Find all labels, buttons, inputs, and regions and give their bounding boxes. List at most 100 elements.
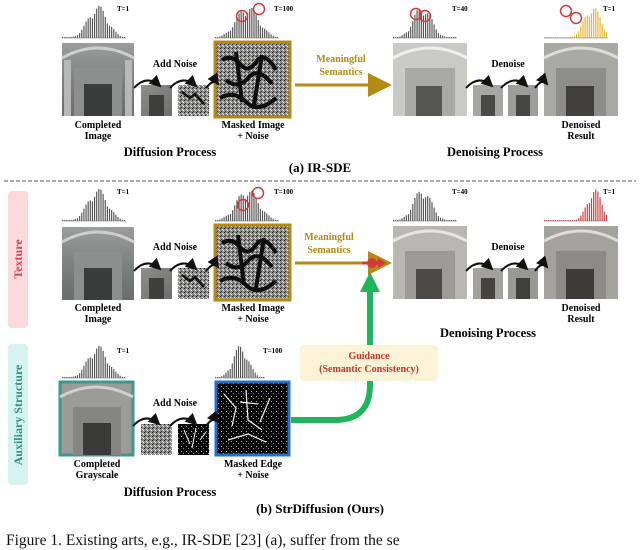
- image-completed-b: [61, 227, 135, 300]
- histogram-bar: [64, 377, 66, 378]
- histogram-bar: [102, 10, 104, 38]
- histogram-bar: [410, 26, 412, 38]
- histogram-a-start: [62, 5, 126, 39]
- histogram-bar: [433, 207, 435, 221]
- histogram-bar: [108, 208, 111, 221]
- histogram-bar: [81, 212, 83, 221]
- histogram-bar: [563, 37, 565, 38]
- histogram-bar: [236, 200, 238, 221]
- histogram-bar: [431, 19, 433, 38]
- histogram-bar: [72, 376, 74, 378]
- histogram-bar: [223, 374, 225, 378]
- histogram-bar: [79, 373, 81, 378]
- histogram-bar: [123, 37, 126, 38]
- histogram-bar: [427, 13, 429, 39]
- image-noisy-b: [392, 226, 468, 299]
- histogram-bar: [81, 29, 83, 38]
- histogram-bar: [397, 37, 399, 38]
- histogram-bar: [427, 196, 429, 221]
- figure-caption: Figure 1. Existing arts, e.g., IR-SDE [2…: [6, 532, 400, 549]
- image-denoised-a: [543, 43, 619, 116]
- histogram-bar: [544, 37, 546, 38]
- histogram-bar: [401, 35, 403, 38]
- histogram-bar: [590, 198, 593, 221]
- histogram-bar: [601, 23, 603, 38]
- histogram-bar: [96, 348, 98, 378]
- masked-b-1: Masked Image: [221, 303, 285, 314]
- histogram-bar: [83, 365, 85, 378]
- histogram-bar: [565, 220, 567, 221]
- histogram-bar: [442, 218, 444, 221]
- histogram-bar: [229, 213, 232, 221]
- histogram-bar: [234, 205, 236, 221]
- histogram-bar: [233, 356, 235, 378]
- histogram-bar: [79, 33, 81, 38]
- histogram-bar: [87, 201, 89, 221]
- histogram-bar: [76, 218, 79, 221]
- histogram-bar: [276, 220, 279, 221]
- histogram-bar: [442, 35, 444, 38]
- histogram-bar: [62, 377, 64, 378]
- denoise-b: Denoise: [491, 242, 525, 253]
- histogram-bar: [450, 37, 452, 38]
- histogram-bar: [418, 191, 420, 221]
- histogram-bar: [87, 358, 89, 378]
- histogram-bar: [255, 14, 257, 39]
- histogram-bar: [550, 220, 552, 221]
- histogram-bar: [403, 33, 405, 38]
- histogram-bar: [270, 34, 272, 38]
- highlight-circle: [236, 198, 250, 212]
- histogram-bar: [242, 12, 244, 38]
- histogram-bar: [215, 37, 217, 38]
- denoising-process-a: Denoising Process: [447, 145, 543, 159]
- histogram-bar: [444, 36, 446, 38]
- histogram-bar: [219, 36, 221, 38]
- histogram-bar: [578, 218, 580, 221]
- histogram-bar: [401, 218, 403, 221]
- thumb-gray-noise-1: [141, 424, 172, 455]
- histogram-bar: [274, 219, 276, 221]
- histogram-bar: [448, 37, 450, 38]
- histogram-bar: [276, 37, 279, 38]
- histogram-bar: [582, 211, 584, 221]
- histogram-bar: [219, 219, 221, 221]
- histogram-bar: [590, 13, 593, 39]
- histogram-bar: [89, 357, 91, 378]
- histogram-bar: [567, 37, 569, 38]
- histogram-bar: [231, 363, 233, 378]
- histogram-bar: [229, 30, 232, 38]
- histogram-bar: [550, 37, 552, 38]
- histogram-bar: [414, 14, 416, 38]
- image-masked-b: [213, 223, 292, 302]
- histogram-b-end: [215, 186, 279, 222]
- histogram-bar: [100, 346, 102, 378]
- histogram-bar: [106, 23, 108, 38]
- histogram-bar: [444, 219, 446, 221]
- histogram-bar: [85, 361, 87, 378]
- histogram-bar: [578, 31, 580, 38]
- histogram-bar: [259, 25, 261, 38]
- aux-structure-label: Auxiliary Structure: [11, 364, 25, 466]
- histogram-bar: [554, 37, 556, 38]
- histogram-bar: [425, 14, 427, 38]
- histogram-bar: [240, 346, 242, 378]
- histogram-bar: [580, 26, 582, 38]
- thumb-denoise-b-1: [473, 268, 503, 299]
- histogram-bar: [429, 15, 431, 38]
- histogram-bar: [251, 7, 253, 38]
- histogram-bar: [91, 358, 94, 378]
- completed-b-1: Completed: [74, 303, 122, 314]
- histogram-bar: [571, 36, 573, 38]
- histogram-bar: [100, 189, 102, 221]
- histogram-bar: [416, 10, 418, 38]
- histogram-bar: [249, 191, 251, 221]
- histogram-bar: [567, 220, 569, 221]
- guidance-title: Guidance: [348, 351, 390, 362]
- thumb-noise-b-1: [141, 268, 172, 299]
- histogram-bar: [588, 202, 590, 221]
- add-noise-b: Add Noise: [152, 242, 198, 253]
- diffusion-process-s: Diffusion Process: [123, 485, 217, 499]
- histogram-bar: [94, 196, 96, 221]
- histogram-bar: [595, 8, 597, 39]
